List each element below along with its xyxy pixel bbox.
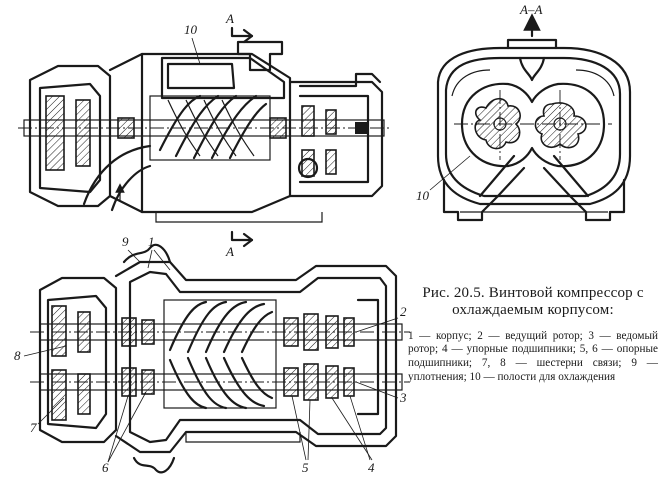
top-longitudinal-view: A A 10 xyxy=(18,11,392,259)
callout-1: 1 xyxy=(148,234,155,249)
callout-3: 3 xyxy=(399,390,407,405)
callout-9: 9 xyxy=(122,234,129,249)
callout-2: 2 xyxy=(400,304,407,319)
cross-section-view: A–A 10 xyxy=(416,2,632,222)
bottom-plan-view: 9 1 2 8 7 6 5 4 3 xyxy=(14,234,410,475)
callout-8: 8 xyxy=(14,348,21,363)
callout-10-section: 10 xyxy=(416,188,430,203)
callout-6: 6 xyxy=(102,460,109,475)
callout-7: 7 xyxy=(30,420,37,435)
callout-10-top: 10 xyxy=(184,22,198,37)
callout-4: 4 xyxy=(368,460,375,475)
section-label-bottom: A xyxy=(225,244,234,259)
section-label-top: A xyxy=(225,11,234,26)
caption-legend: 1 — корпус; 2 — ведущий ротор; 3 — ведом… xyxy=(408,329,658,383)
callout-5: 5 xyxy=(302,460,309,475)
section-view-title: A–A xyxy=(519,2,542,17)
caption-title: Рис. 20.5. Винтовой компрессор с охлажда… xyxy=(422,285,644,319)
figure-caption: Рис. 20.5. Винтовой компрессор с охлажда… xyxy=(408,285,658,384)
